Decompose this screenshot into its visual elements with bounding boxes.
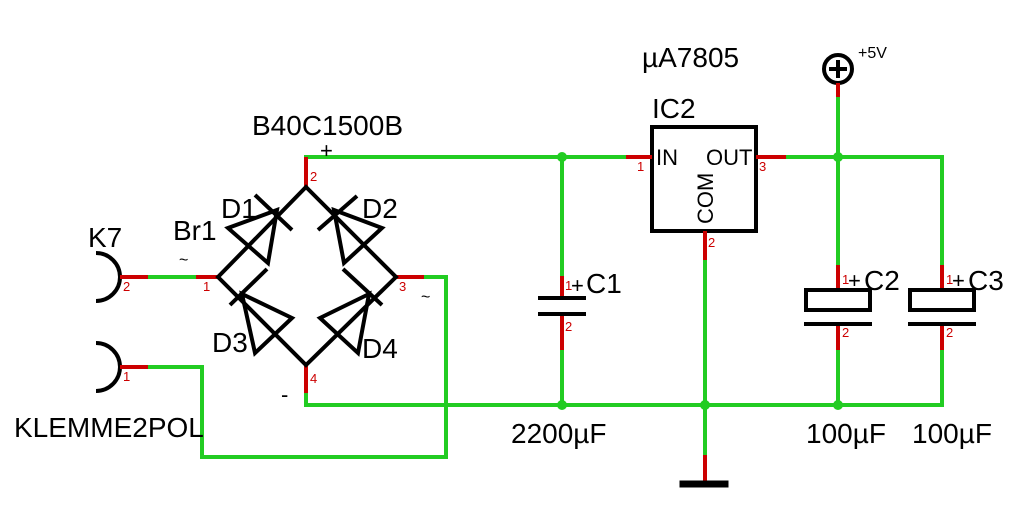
connector-value: KLEMME2POL bbox=[14, 412, 204, 443]
bridge-ac2: ~ bbox=[421, 289, 430, 306]
bridge-value: B40C1500B bbox=[252, 110, 403, 141]
capacitor-c2: 1 2 + C2 100µF bbox=[804, 265, 900, 449]
junction-dot bbox=[700, 400, 710, 410]
bridge-pin-1-label: 1 bbox=[203, 279, 210, 294]
supply-label: +5V bbox=[858, 45, 887, 62]
capacitor-c1: 1 2 + C1 2200µF bbox=[511, 268, 622, 449]
bridge-ac1: ~ bbox=[179, 252, 188, 269]
k7-pin-2-label: 2 bbox=[123, 279, 130, 294]
diode-d2-icon bbox=[316, 194, 386, 267]
terminal-1-icon bbox=[95, 341, 122, 393]
c2-pin-2-label: 2 bbox=[842, 325, 849, 340]
bridge-minus: - bbox=[281, 382, 288, 407]
regulator-pin-out-label: 3 bbox=[759, 159, 766, 174]
diode-d4-label: D4 bbox=[362, 333, 398, 364]
c1-pin-1-label: 1 bbox=[565, 278, 572, 293]
diode-d1-icon bbox=[224, 193, 294, 267]
diode-d3-label: D3 bbox=[212, 327, 248, 358]
c2-ref: C2 bbox=[864, 265, 900, 296]
c1-pin-2-label: 2 bbox=[565, 319, 572, 334]
diode-d1-label: D1 bbox=[221, 193, 257, 224]
c2-pin-1-label: 1 bbox=[842, 272, 849, 287]
c2-value: 100µF bbox=[806, 418, 886, 449]
c3-value: 100µF bbox=[912, 418, 992, 449]
connector-ref: K7 bbox=[88, 222, 122, 253]
diode-d3-icon bbox=[228, 267, 296, 357]
bridge-pin-2-label: 2 bbox=[310, 169, 317, 184]
regulator-pin-in-label: 1 bbox=[637, 159, 644, 174]
wires bbox=[146, 95, 944, 459]
wire-k7-1 bbox=[146, 275, 448, 459]
supply-5v: +5V bbox=[822, 45, 887, 97]
junction-dot bbox=[833, 400, 843, 410]
regulator-ic2: IN OUT COM 1 3 2 IC2 µA7805 bbox=[626, 42, 786, 260]
junction-dot bbox=[557, 152, 567, 162]
c2-plus: + bbox=[848, 268, 861, 293]
c1-value: 2200µF bbox=[511, 418, 607, 449]
diode-d4-icon bbox=[316, 267, 384, 357]
c1-plus: + bbox=[571, 273, 584, 298]
regulator-in-label: IN bbox=[656, 145, 678, 170]
c3-pin-2-label: 2 bbox=[946, 325, 953, 340]
regulator-ref: IC2 bbox=[652, 93, 696, 124]
capacitor-c3: 1 2 + C3 100µF bbox=[908, 265, 1004, 449]
regulator-out-label: OUT bbox=[706, 145, 752, 170]
k7-pin-1-label: 1 bbox=[123, 369, 130, 384]
bridge-pin-4-label: 4 bbox=[310, 371, 317, 386]
regulator-pin-com-label: 2 bbox=[708, 235, 715, 250]
c1-ref: C1 bbox=[586, 268, 622, 299]
regulator-com-label: COM bbox=[693, 173, 718, 224]
c3-ref: C3 bbox=[968, 265, 1004, 296]
junction-dot bbox=[557, 400, 567, 410]
junction-dot bbox=[833, 152, 843, 162]
ground-symbol bbox=[679, 455, 729, 488]
bridge-ref: Br1 bbox=[173, 215, 217, 246]
wire-out-rail bbox=[784, 155, 944, 267]
regulator-value: µA7805 bbox=[642, 42, 739, 73]
terminal-2-icon bbox=[95, 251, 122, 303]
bridge-plus: + bbox=[320, 138, 333, 163]
c3-body bbox=[908, 288, 976, 312]
ground-icon bbox=[679, 480, 729, 488]
connector-k7: 2 1 K7 KLEMME2POL bbox=[14, 222, 204, 443]
bridge-pin-3-label: 3 bbox=[399, 279, 406, 294]
bridge-rectifier: B40C1500B Br1 + - ~ ~ 1 2 3 4 D1 D2 D3 D… bbox=[173, 110, 430, 407]
c3-pin-1-label: 1 bbox=[946, 272, 953, 287]
diode-d2-label: D2 bbox=[362, 193, 398, 224]
c2-body bbox=[804, 288, 872, 312]
c3-plus: + bbox=[952, 268, 965, 293]
